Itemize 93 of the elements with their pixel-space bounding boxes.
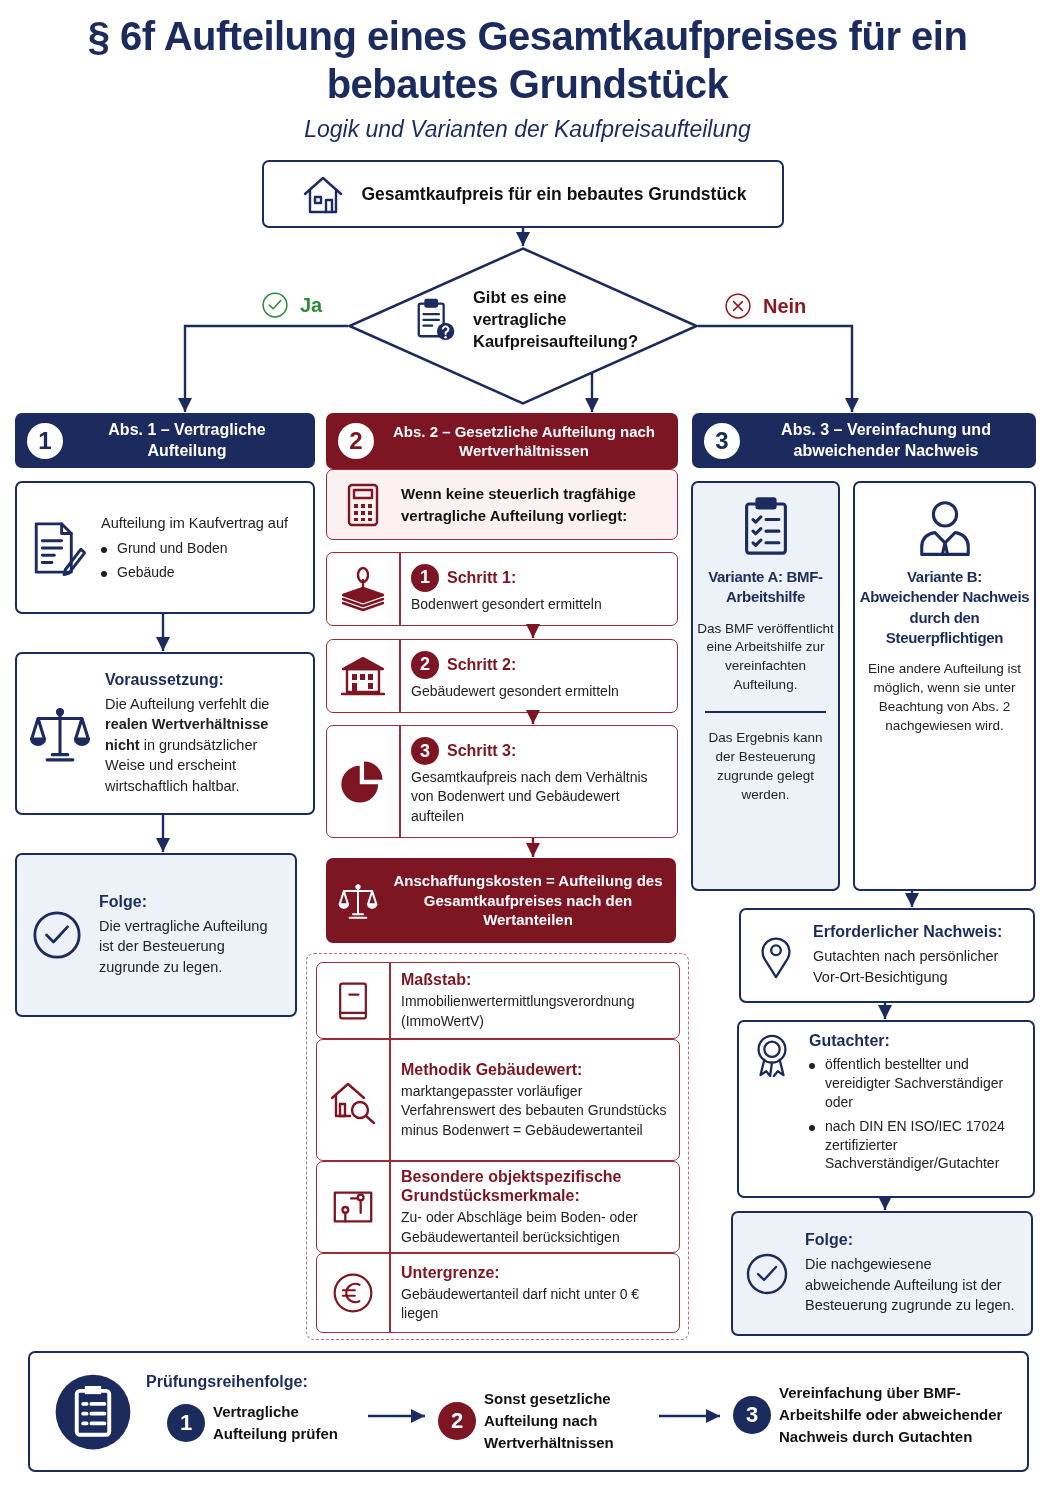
process-box xyxy=(262,160,784,228)
result-box xyxy=(326,858,676,943)
step-box xyxy=(326,552,678,626)
edge-label: Nein xyxy=(763,294,807,318)
heading: Besondere objektspezifische Grundstücksmerkmale: xyxy=(401,1167,623,1206)
description-text: Die vertragliche Aufteilung ist der Besteuerung zugrunde zu legen. xyxy=(99,916,269,977)
number-badge: 3 xyxy=(704,422,740,459)
arrow xyxy=(526,624,540,638)
description-text: marktangepasster vorläufiger Verfahrenswert des bebauten Grundstücks minus Bodenwert = Gebäudewertanteil xyxy=(401,1082,667,1140)
number-badge: 1 xyxy=(411,563,439,592)
section-header xyxy=(692,413,1036,468)
arrow xyxy=(905,891,919,907)
heading: Erforderlicher Nachweis: xyxy=(813,923,1003,942)
list-item-text: Gebäude xyxy=(117,562,175,582)
description-text: Vertragliche Aufteilung prüfen xyxy=(213,1402,339,1444)
box-title: Gesamtkaufpreis für ein bebautes Grundstück xyxy=(361,183,747,205)
arrow xyxy=(368,1409,425,1423)
description-text: Die nachgewiesene abweichende Aufteilung ist der Besteuerung zugrunde zu legen. xyxy=(805,1255,1016,1316)
step-box xyxy=(326,639,678,713)
arrow xyxy=(659,1409,720,1423)
description-text: Zu- oder Abschläge beim Boden- oder Gebäudewertanteil berücksichtigen xyxy=(401,1208,639,1247)
description-text: Immobilienwertermittlungsverordnung (ImmoWertV) xyxy=(401,992,636,1031)
heading: Schritt 3: xyxy=(447,741,517,761)
header-title: Anschaffungskosten = Aufteilung des Gesamtkaufpreises nach den Wertanteilen xyxy=(392,871,664,930)
heading: Gutachter: xyxy=(809,1032,890,1050)
section-header xyxy=(326,413,678,469)
description-text: Wenn keine steuerlich tragfähige vertragliche Aufteilung vorliegt: xyxy=(401,483,637,526)
description-text: Bodenwert gesondert ermitteln xyxy=(411,594,602,614)
number-badge: 2 xyxy=(438,1402,476,1440)
arrow xyxy=(878,1196,892,1210)
result-box xyxy=(15,853,297,1017)
arrow xyxy=(156,614,170,651)
variant-card xyxy=(691,481,840,891)
edge-label: Ja xyxy=(300,293,323,317)
info-box xyxy=(737,1020,1035,1198)
heading: Variante A: BMF-Arbeitshilfe xyxy=(707,567,824,608)
info-box xyxy=(15,481,315,614)
header-title: Abs. 1 – Vertragliche Aufteilung xyxy=(107,419,267,461)
table-row xyxy=(316,1039,680,1161)
table-row xyxy=(316,962,680,1039)
heading: Prüfungsreihenfolge: xyxy=(146,1373,308,1391)
subtitle: Logik und Varianten der Kaufpreisaufteilung xyxy=(303,116,752,143)
heading: Maßstab: xyxy=(401,970,472,990)
condition-box xyxy=(326,469,678,540)
title: § 6f Aufteilung eines Gesamtkaufpreises für ein bebautes Grundstück xyxy=(86,13,969,108)
description-text: Vereinfachung über BMF-Arbeitshilfe oder abweichender Nachweis durch Gutachten xyxy=(779,1383,1004,1447)
number-badge: 1 xyxy=(167,1404,205,1442)
number-badge: 2 xyxy=(411,650,439,679)
arrow xyxy=(526,838,540,857)
header-title: Abs. 3 – Vereinfachung und abweichender Nachweis xyxy=(780,419,992,461)
list-item-text: öffentlich bestellter und vereidigter Sachverständiger oder xyxy=(825,1055,1005,1112)
list-item-text: Grund und Boden xyxy=(117,538,228,558)
result-box xyxy=(731,1211,1033,1336)
heading: Folge: xyxy=(805,1231,853,1250)
condition-box xyxy=(15,652,315,815)
summary-panel xyxy=(28,1351,1029,1472)
description-text: Sonst gesetzliche Aufteilung nach Wertverhältnissen xyxy=(484,1389,615,1453)
description-text: Das BMF veröffentlicht eine Arbeitshilfe zur vereinfachten Aufteilung. xyxy=(697,619,834,695)
number-badge: 2 xyxy=(338,423,374,459)
arrow xyxy=(156,815,170,852)
description-text: Gesamtkaufpreis nach dem Verhältnis von Bodenwert und Gebäudewert aufteilen xyxy=(411,768,649,826)
variant-card xyxy=(853,481,1036,891)
decision-diamond xyxy=(348,247,698,405)
list-item-text: nach DIN EN ISO/IEC 17024 zertifizierter Sachverständiger/Gutachter xyxy=(825,1116,1006,1174)
arrow xyxy=(526,710,540,724)
number-badge: 3 xyxy=(733,1396,771,1434)
step-box xyxy=(326,725,678,838)
header-title: Abs. 2 – Gesetzliche Aufteilung nach Wertverhältnissen xyxy=(392,421,656,461)
table-row xyxy=(316,1253,680,1333)
table-row xyxy=(316,1161,680,1253)
heading: Folge: xyxy=(99,892,147,911)
description-text: Gebäudewert gesondert ermitteln xyxy=(411,681,619,701)
description-text: Die Aufteilung verfehlt die realen Wertverhältnisse nicht in grundsätzlicher Weise und erscheint wirtschaftlich haltbar. xyxy=(105,694,271,796)
arrow xyxy=(516,228,530,246)
number-badge: 3 xyxy=(411,737,439,766)
arrow xyxy=(698,324,859,412)
heading: Schritt 2: xyxy=(447,655,517,675)
arrow xyxy=(878,1003,892,1019)
heading: Schritt 1: xyxy=(447,568,517,588)
number-badge: 1 xyxy=(27,422,63,459)
heading: Methodik Gebäudewert: xyxy=(401,1059,583,1080)
heading: Variante B: Abweichender Nachweis durch den Steuerpflichtigen xyxy=(859,567,1030,648)
description-text: Gutachten nach persönlicher Vor-Ort-Besichtigung xyxy=(813,947,1000,987)
arrow xyxy=(585,372,599,412)
description-text: Eine andere Aufteilung ist möglich, wenn sie unter Beachtung von Abs. 2 nachgewiesen wird. xyxy=(866,660,1023,735)
heading: Voraussetzung: xyxy=(105,670,224,689)
section-header xyxy=(15,413,315,468)
arrow xyxy=(178,324,348,412)
heading: Untergrenze: xyxy=(401,1262,500,1282)
description-text: Gebäudewertanteil darf nicht unter 0 € liegen xyxy=(401,1284,641,1324)
description-text: Das Ergebnis kann der Besteuerung zugrunde gelegt werden. xyxy=(707,729,824,804)
info-box xyxy=(739,908,1035,1003)
description-text: Aufteilung im Kaufvertrag auf xyxy=(101,514,288,534)
